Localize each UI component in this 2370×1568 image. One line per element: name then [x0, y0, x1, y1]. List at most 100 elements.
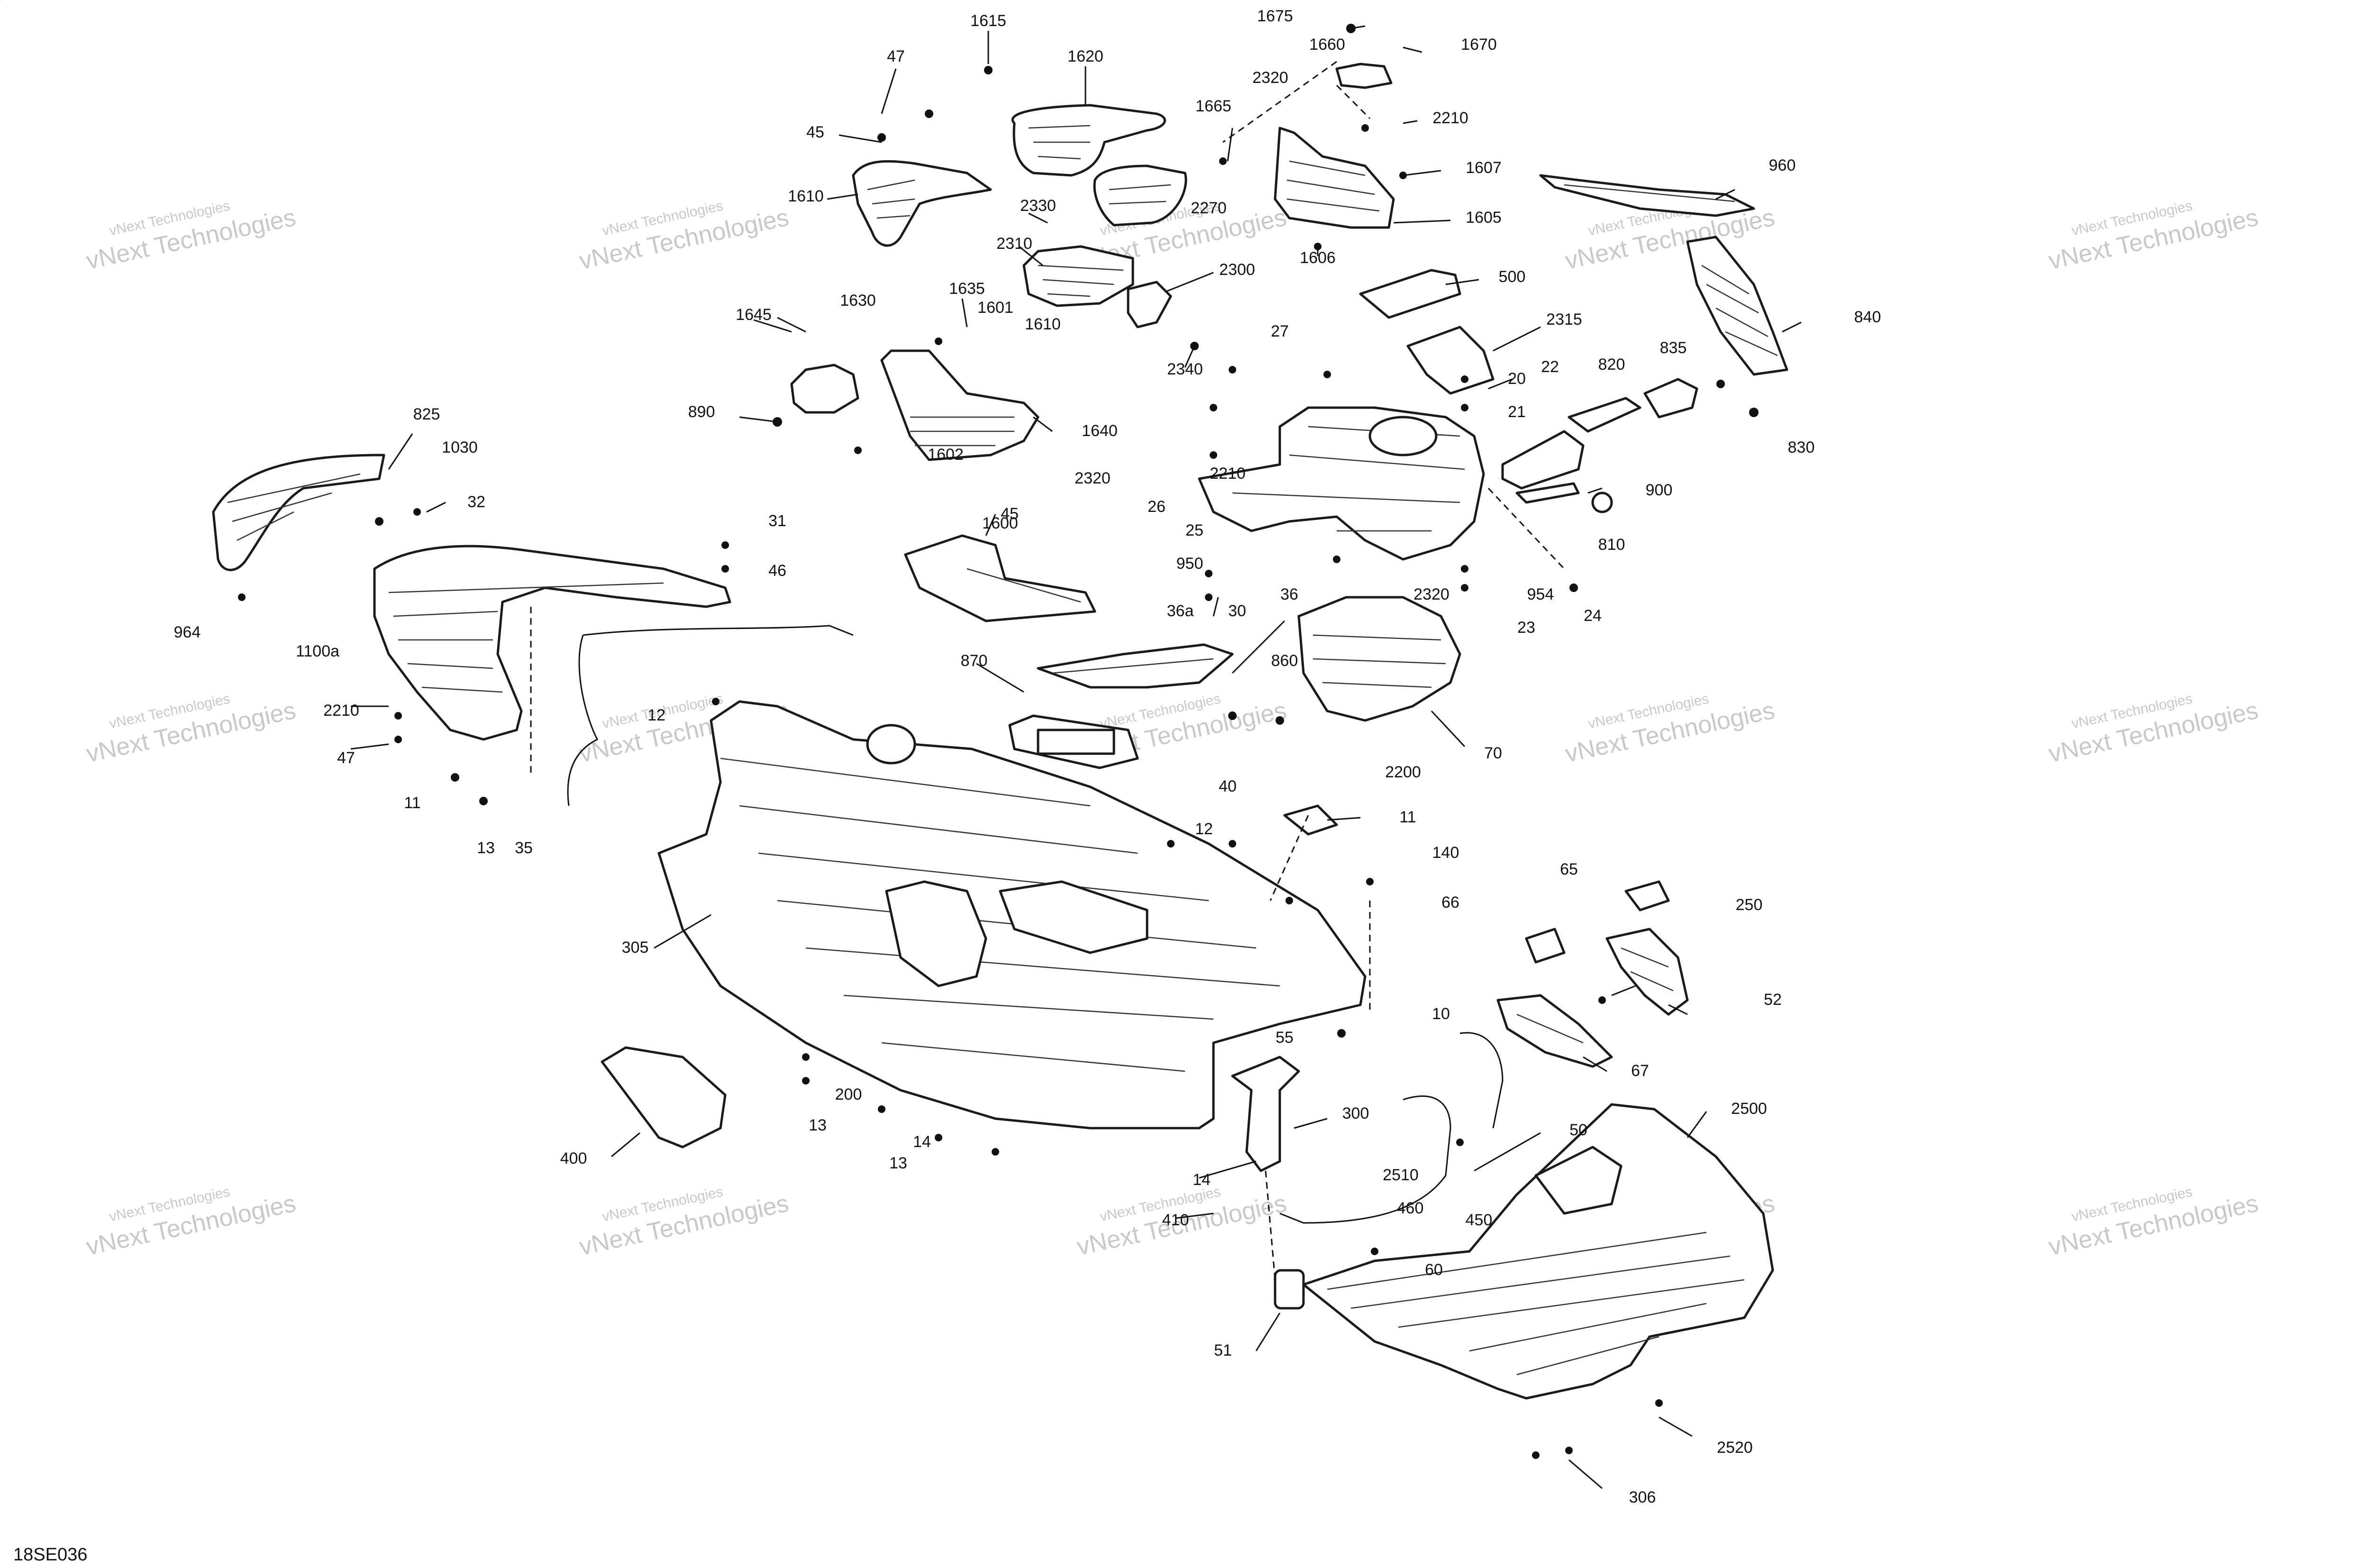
callout-label: 40: [1219, 777, 1237, 795]
callout-label: 65: [1560, 860, 1578, 878]
callout-label: 870: [961, 652, 988, 670]
callout-label: 36: [1280, 585, 1298, 603]
callout-label: 200: [835, 1085, 862, 1103]
callout-label: 840: [1854, 308, 1881, 326]
callout-label: 66: [1441, 893, 1459, 912]
callout-label: 890: [688, 403, 715, 421]
callout-label: 1660: [1309, 36, 1345, 54]
callout-label: 2210: [1432, 109, 1468, 127]
callout-label: 14: [1193, 1171, 1211, 1189]
callout-label: 1640: [1082, 422, 1118, 440]
callout-label: 2210: [323, 702, 359, 720]
callout-label: 12: [647, 706, 665, 724]
callout-label: 2500: [1731, 1100, 1767, 1118]
callout-label: 55: [1276, 1029, 1294, 1047]
callout-label: 2315: [1546, 310, 1582, 328]
callout-label: 950: [1176, 555, 1203, 573]
callout-label: 13: [809, 1116, 827, 1134]
callout-label: 1605: [1466, 209, 1502, 227]
callout-label: 825: [413, 405, 440, 423]
callout-label: 306: [1629, 1488, 1656, 1506]
callout-label: 2310: [996, 235, 1032, 253]
callout-label: 820: [1598, 356, 1625, 374]
callout-label: 14: [913, 1133, 931, 1151]
callout-label: 964: [174, 623, 201, 641]
callout-label: 46: [768, 562, 786, 580]
callout-label: 2330: [1020, 197, 1056, 215]
callout-label: 1610: [788, 187, 824, 205]
callout-label: 1030: [442, 438, 478, 456]
callout-label: 10: [1432, 1005, 1450, 1023]
fasteners: [238, 109, 1759, 1459]
callout-label: 2320: [1252, 69, 1288, 87]
part-drawings: [212, 24, 1788, 1400]
callout-label: 31: [768, 512, 786, 530]
callout-label: 70: [1484, 744, 1502, 762]
callout-label: 23: [1517, 619, 1535, 637]
callout-label: 22: [1541, 358, 1559, 376]
callout-label: 1645: [736, 306, 772, 324]
callout-label: 12: [1195, 820, 1213, 838]
callout-label: 1615: [970, 12, 1006, 30]
callout-label: 67: [1631, 1062, 1649, 1080]
callout-label: 900: [1646, 481, 1673, 499]
callout-label: 1100a: [296, 642, 339, 660]
callout-label: 32: [467, 493, 485, 511]
callout-label: 305: [622, 939, 649, 957]
callout-label: 1670: [1461, 36, 1497, 54]
callout-label: 50: [1569, 1121, 1587, 1139]
callout-label: 300: [1342, 1104, 1369, 1122]
callout-label: 30: [1228, 602, 1246, 620]
callout-label: 13: [477, 839, 495, 857]
callout-label: 954: [1527, 585, 1554, 603]
callout-label: 830: [1788, 438, 1815, 456]
callout-label: 860: [1271, 652, 1298, 670]
callout-label: 1630: [840, 292, 876, 310]
callout-label: 400: [560, 1149, 587, 1167]
callout-label: 410: [1162, 1211, 1189, 1229]
callout-label: 500: [1499, 268, 1526, 286]
callout-label: 2520: [1717, 1439, 1753, 1457]
callout-label: 2300: [1219, 261, 1255, 279]
callout-label: 2270: [1191, 199, 1227, 217]
callout-label: 460: [1397, 1199, 1424, 1217]
callout-label: 60: [1425, 1261, 1443, 1279]
callout-label: 960: [1769, 156, 1796, 174]
callout-label: 140: [1432, 844, 1459, 862]
callout-label: 1620: [1067, 47, 1103, 65]
callout-label: 11: [404, 794, 420, 812]
figure-id: 18SE036: [13, 1545, 87, 1565]
callout-label: 26: [1148, 498, 1166, 516]
callout-label: 36a: [1167, 602, 1194, 620]
callout-label: 1602: [928, 446, 964, 464]
callout-label: 1675: [1257, 7, 1293, 25]
callout-label: 45: [806, 123, 824, 141]
callout-label: 810: [1598, 536, 1625, 554]
callout-label: 13: [889, 1154, 907, 1172]
callout-label: 35: [515, 839, 533, 857]
callout-label: 301: [0, 0, 13, 4]
callout-label: 2510: [1383, 1166, 1419, 1184]
callout-label: 25: [1185, 521, 1203, 539]
callout-label: 1601: [977, 299, 1013, 317]
callout-label: 24: [1584, 607, 1602, 625]
callout-label: 1606: [1300, 249, 1336, 267]
callout-label: 2210: [1210, 465, 1246, 483]
callout-label: 45: [1001, 505, 1019, 523]
callout-label: 2320: [1075, 469, 1111, 487]
callout-label: 11: [1399, 808, 1416, 826]
callout-label: 27: [1271, 322, 1289, 340]
callout-label: 21: [1508, 403, 1526, 421]
callout-label: 47: [887, 47, 905, 65]
callout-label: 1665: [1195, 97, 1231, 115]
callout-label: 1610: [1025, 315, 1061, 333]
